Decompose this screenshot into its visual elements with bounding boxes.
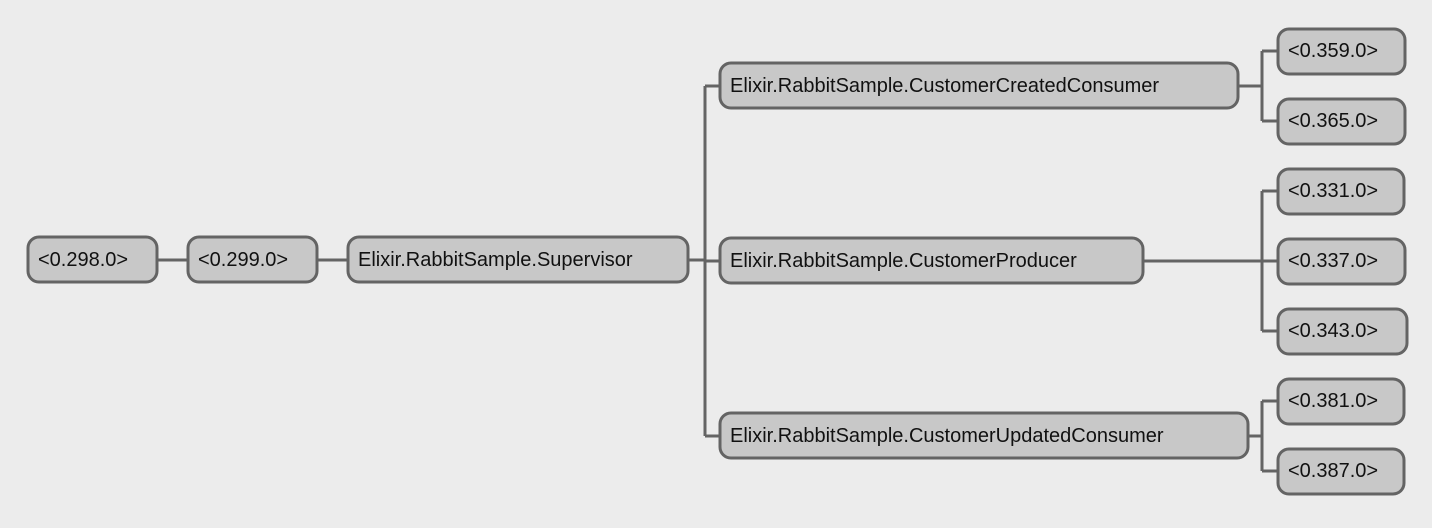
node-supervisor[interactable]: Elixir.RabbitSample.Supervisor	[346, 235, 690, 284]
node-label: <0.365.0>	[1288, 110, 1378, 132]
node-label: <0.337.0>	[1288, 250, 1378, 272]
node-worker-created[interactable]: Elixir.RabbitSample.CustomerCreatedConsu…	[718, 61, 1240, 110]
node-worker-producer[interactable]: Elixir.RabbitSample.CustomerProducer	[718, 236, 1145, 285]
node-label: <0.343.0>	[1288, 320, 1378, 342]
node-label: Elixir.RabbitSample.CustomerProducer	[730, 250, 1077, 272]
node-label: <0.381.0>	[1288, 390, 1378, 412]
node-pid-331[interactable]: <0.331.0>	[1276, 167, 1406, 216]
node-label: <0.359.0>	[1288, 40, 1378, 62]
node-pid-343[interactable]: <0.343.0>	[1276, 307, 1409, 356]
node-pid-387[interactable]: <0.387.0>	[1276, 447, 1406, 496]
node-pid-337[interactable]: <0.337.0>	[1276, 237, 1407, 286]
node-label: Elixir.RabbitSample.CustomerCreatedConsu…	[730, 75, 1159, 97]
tree-edges	[157, 49, 1278, 473]
node-label: Elixir.RabbitSample.CustomerUpdatedConsu…	[730, 425, 1164, 447]
node-label: <0.331.0>	[1288, 180, 1378, 202]
node-root[interactable]: <0.298.0>	[26, 235, 159, 284]
node-label: <0.387.0>	[1288, 460, 1378, 482]
node-label: Elixir.RabbitSample.Supervisor	[358, 249, 633, 271]
node-level1[interactable]: <0.299.0>	[186, 235, 319, 284]
node-pid-381[interactable]: <0.381.0>	[1276, 377, 1406, 426]
tree-nodes: <0.298.0> <0.299.0> Elixir.RabbitSample.…	[26, 27, 1409, 496]
node-label: <0.299.0>	[198, 249, 288, 271]
node-pid-359[interactable]: <0.359.0>	[1276, 27, 1407, 76]
node-label: <0.298.0>	[38, 249, 128, 271]
node-worker-updated[interactable]: Elixir.RabbitSample.CustomerUpdatedConsu…	[718, 411, 1250, 460]
node-pid-365[interactable]: <0.365.0>	[1276, 97, 1407, 146]
